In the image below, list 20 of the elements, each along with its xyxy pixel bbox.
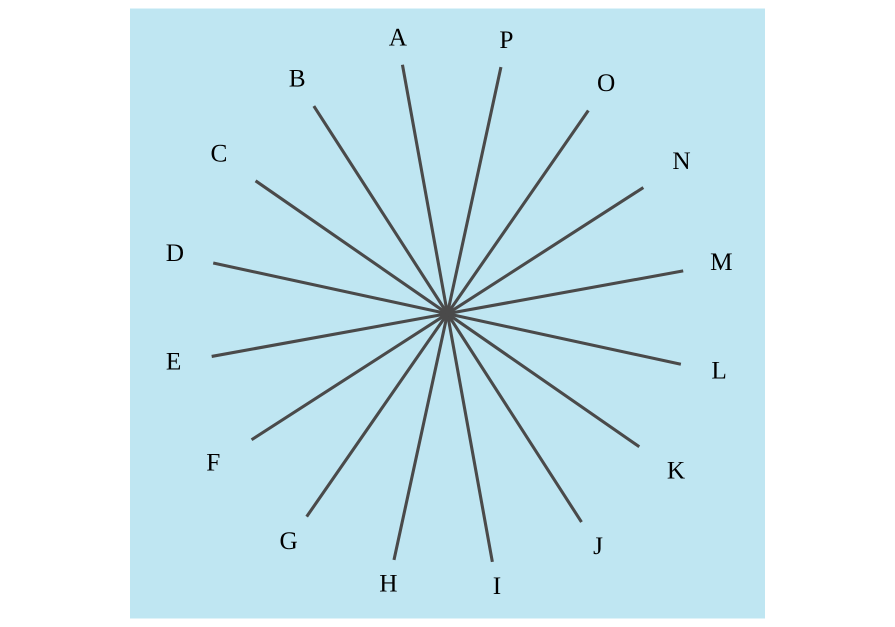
node-text: D bbox=[166, 238, 184, 267]
node-text: F bbox=[206, 448, 220, 477]
node-text: P bbox=[499, 26, 514, 54]
node-text: C bbox=[210, 140, 228, 168]
node-text: O bbox=[596, 69, 616, 97]
node-text: E bbox=[166, 348, 182, 376]
node-text: I bbox=[492, 572, 502, 600]
connector bbox=[212, 261, 682, 366]
node-text: A bbox=[388, 24, 407, 52]
node-text: B bbox=[288, 64, 306, 92]
node-text: N bbox=[672, 147, 691, 176]
node-text: J bbox=[593, 532, 603, 560]
node-text: K bbox=[666, 456, 686, 484]
node-text: G bbox=[280, 526, 298, 555]
node-text: L bbox=[711, 356, 727, 385]
node-text: M bbox=[710, 248, 733, 276]
node-text: H bbox=[379, 570, 398, 598]
connector bbox=[400, 64, 494, 562]
connector bbox=[211, 269, 684, 358]
connector bbox=[392, 66, 502, 560]
